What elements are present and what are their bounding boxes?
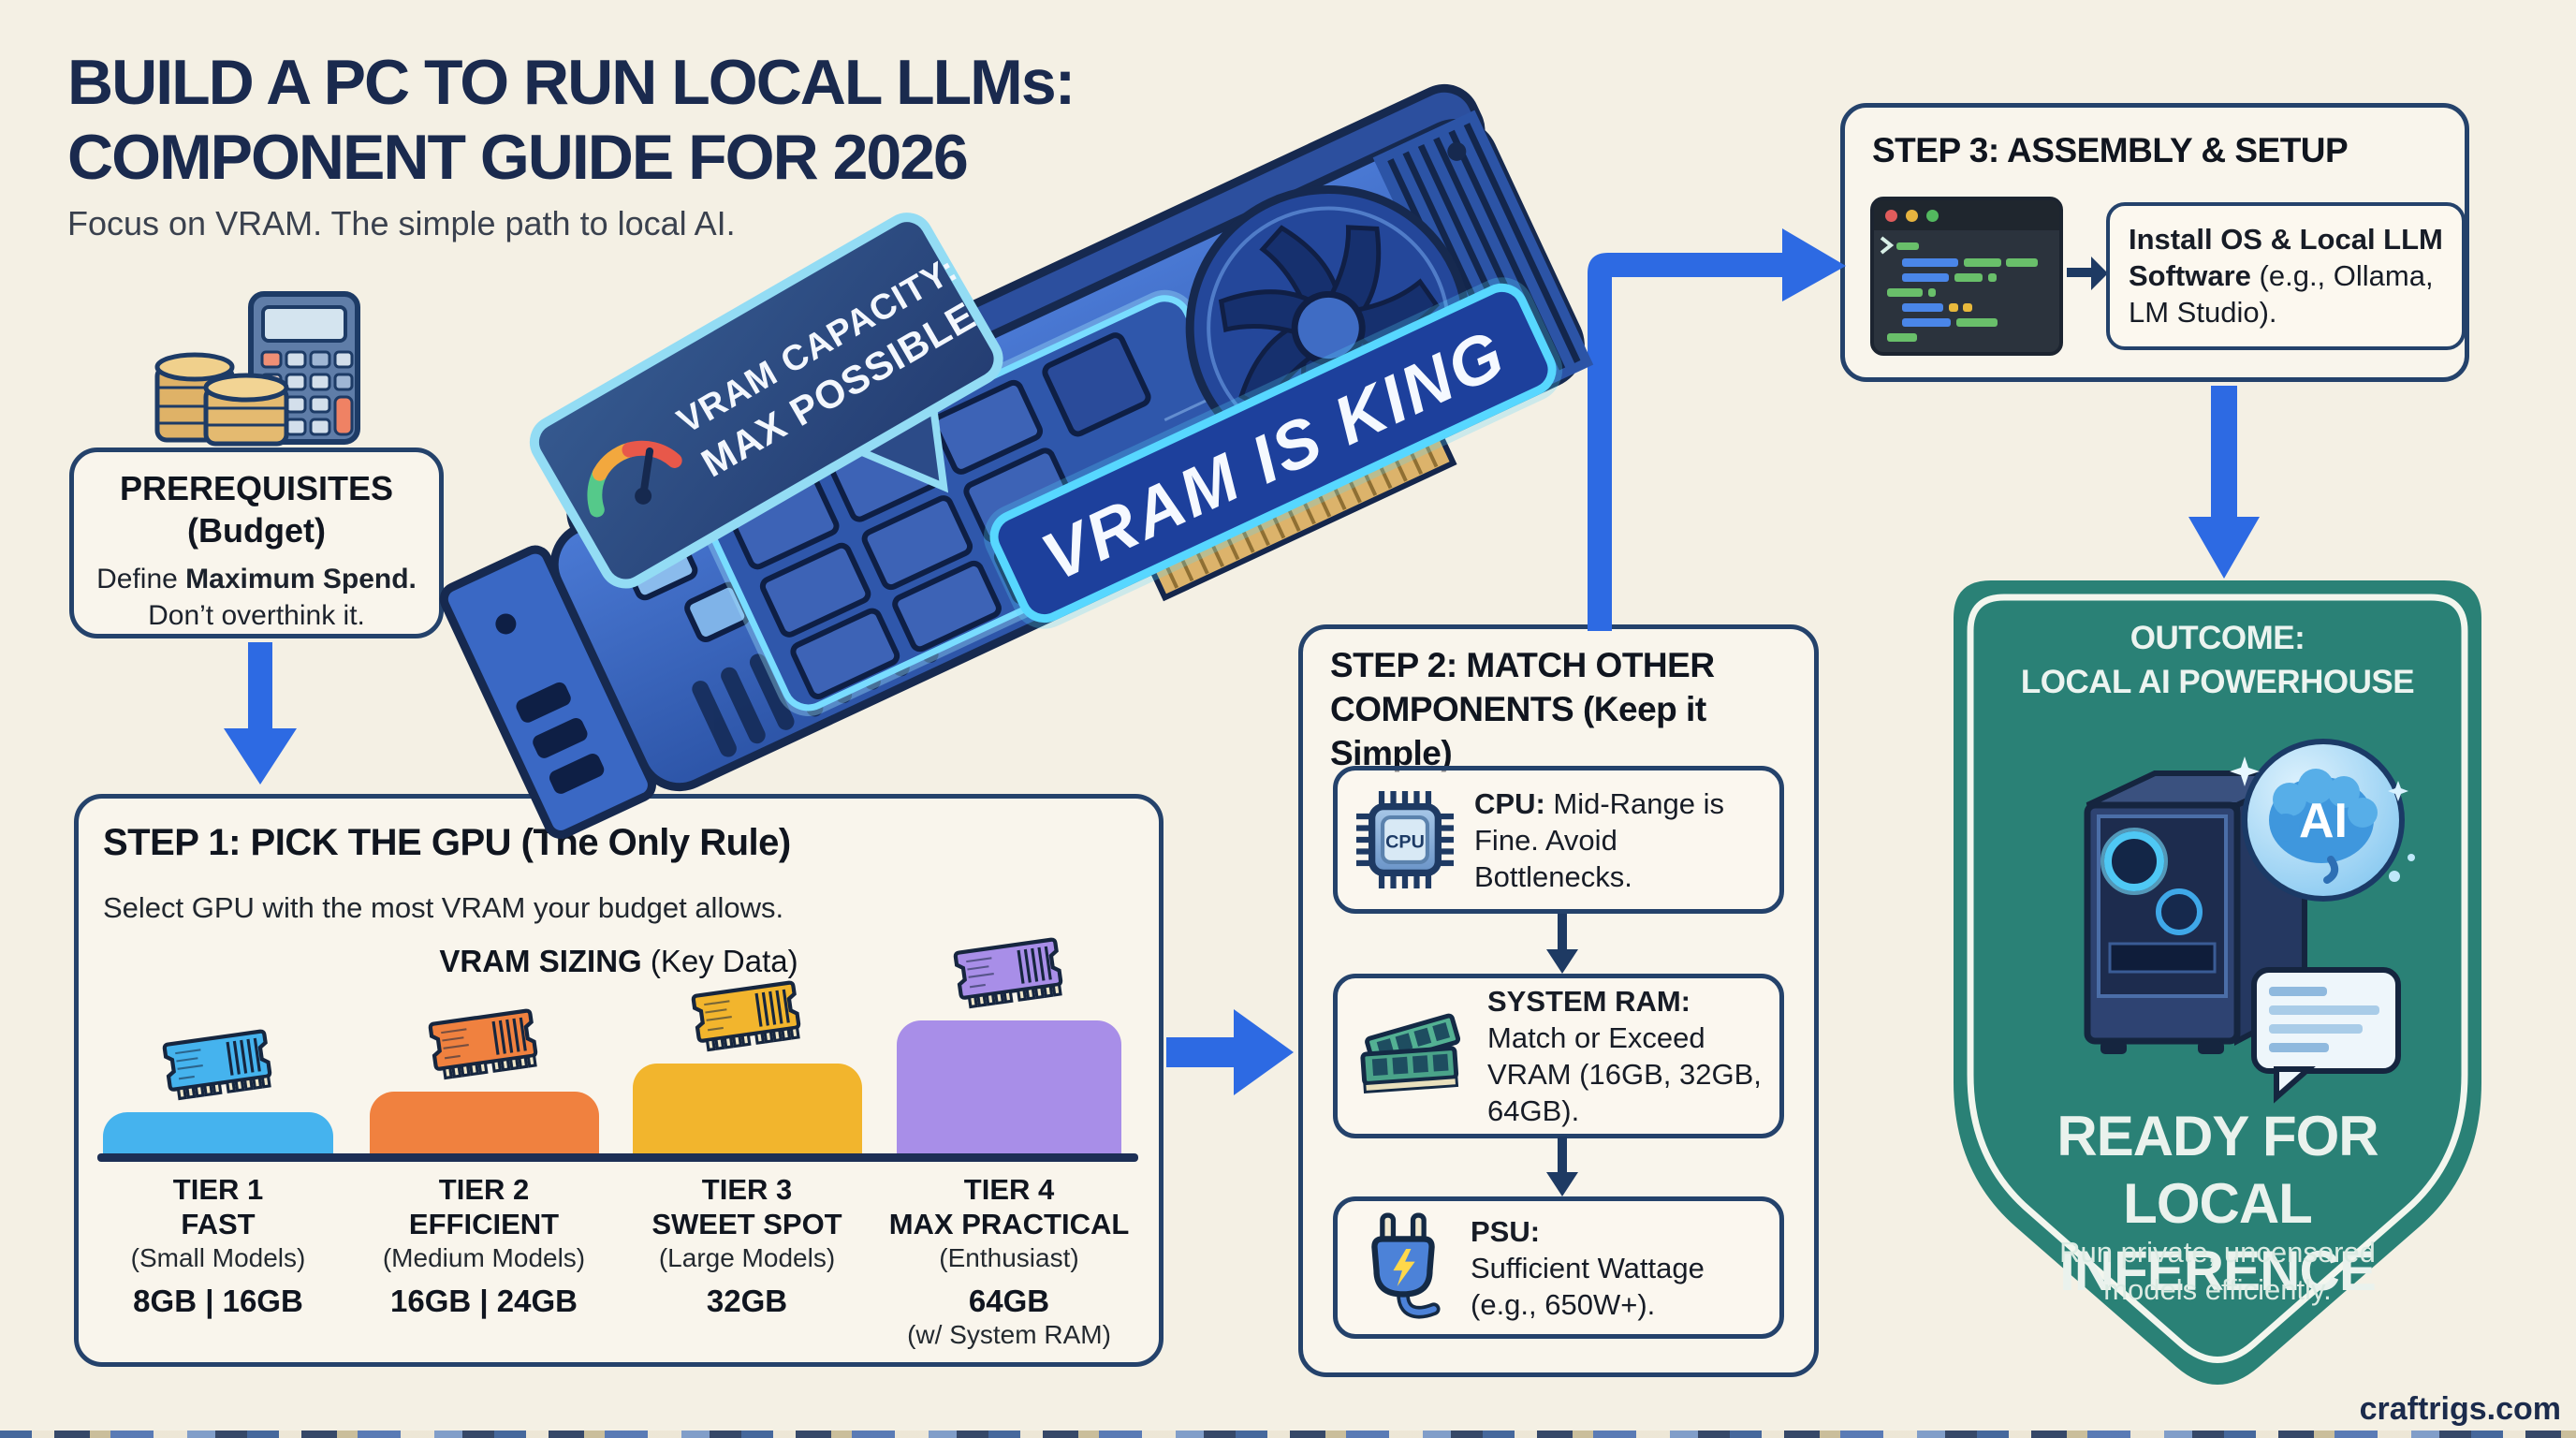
vram-bar-tier1 bbox=[103, 1112, 333, 1153]
vram-capacity-callout: VRAM CAPACITY: MAX POSSIBLE bbox=[529, 213, 1003, 589]
terminal-code-lines bbox=[1880, 236, 2038, 342]
prerequisites-title: PREREQUISITES (Budget) bbox=[119, 469, 394, 550]
vram-bar-tier2 bbox=[370, 1092, 599, 1153]
vram-sizing-chart-title: VRAM SIZING (Key Data) bbox=[439, 944, 798, 978]
page-title-line1: BUILD A PC TO RUN LOCAL LLMs: bbox=[67, 47, 1076, 118]
traffic-light-red-icon bbox=[1885, 209, 1897, 222]
step3-title: STEP 3: ASSEMBLY & SETUP bbox=[1872, 131, 2349, 169]
terminal-titlebar bbox=[1874, 200, 2059, 230]
system-ram-item-box: SYSTEM RAM: Match or Exceed VRAM (16GB, … bbox=[1333, 974, 1784, 1138]
vram-bar-tier3 bbox=[633, 1064, 862, 1153]
arrow-right-step1-to-step2 bbox=[1166, 1009, 1294, 1095]
arrow-down-step3-to-outcome bbox=[2188, 386, 2260, 579]
system-ram-icon bbox=[1360, 1013, 1461, 1093]
ram-stick-icon-tier4 bbox=[951, 936, 1067, 1014]
ram-stick-icon-tier2 bbox=[426, 1007, 542, 1085]
svg-text:CPU: CPU bbox=[1385, 831, 1425, 852]
system-ram-item-text: SYSTEM RAM: Match or Exceed VRAM (16GB, … bbox=[1487, 985, 1762, 1127]
arrow-down-ram-to-psu bbox=[1546, 1137, 1578, 1196]
ai-label: AI bbox=[2299, 794, 2348, 848]
cpu-item-text: CPU: Mid-Range is Fine. Avoid Bottleneck… bbox=[1474, 786, 1725, 893]
prerequisites-body: Define Maximum Spend. Don’t overthink it… bbox=[96, 564, 417, 631]
terminal-icon bbox=[1870, 197, 2063, 356]
page-title: BUILD A PC TO RUN LOCAL LLMs: COMPONENT … bbox=[67, 45, 1076, 195]
ram-stick-icon-tier1 bbox=[160, 1028, 276, 1106]
bottom-artifact-strip bbox=[0, 1431, 2576, 1438]
coins-icon bbox=[154, 352, 289, 447]
ai-pc-tower-illustration: AI bbox=[2084, 739, 2415, 1104]
outcome-title: OUTCOME: LOCAL AI POWERHOUSE bbox=[2020, 620, 2415, 700]
tier4-labels: TIER 4 MAX PRACTICAL (Enthusiast) 64GB (… bbox=[888, 1173, 1130, 1349]
arrow-terminal-to-install bbox=[2067, 257, 2108, 290]
step1-title: STEP 1: PICK THE GPU (The Only Rule) bbox=[103, 822, 791, 863]
arrow-step2-to-step3 bbox=[1588, 228, 1846, 631]
traffic-light-green-icon bbox=[1926, 209, 1939, 222]
watermark: craftrigs.com bbox=[2359, 1391, 2561, 1427]
ai-brain-bubble-icon: AI bbox=[2230, 739, 2415, 902]
gauge-icon bbox=[587, 440, 682, 518]
arrow-down-cpu-to-ram bbox=[1546, 914, 1578, 974]
chart-baseline bbox=[97, 1153, 1138, 1162]
gpu-illustration: VRAM IS KING VRAM CAPACITY: MAX POSSIBLE bbox=[439, 83, 1594, 839]
traffic-light-yellow-icon bbox=[1906, 209, 1918, 222]
psu-plug-icon bbox=[1371, 1212, 1441, 1319]
arrow-down-prereq-to-step1 bbox=[224, 642, 297, 785]
vram-bar-tier4 bbox=[897, 1020, 1121, 1153]
psu-item-text: PSU: Sufficient Wattage (e.g., 650W+). bbox=[1471, 1214, 1705, 1321]
outcome-ready-text: READY FOR LOCAL INFERENCE bbox=[2056, 1105, 2378, 1302]
tier1-labels: TIER 1 FAST (Small Models) 8GB | 16GB bbox=[130, 1173, 306, 1318]
page-subtitle: Focus on VRAM. The simple path to local … bbox=[67, 204, 736, 242]
ram-stick-icon-tier3 bbox=[689, 979, 805, 1057]
chat-bubble-icon bbox=[2251, 967, 2401, 1104]
budget-calculator-icon bbox=[154, 291, 360, 447]
page-title-line2: COMPONENT GUIDE FOR 2026 bbox=[67, 122, 969, 193]
outcome-body-text: Run private, uncensored models efficient… bbox=[2059, 1236, 2376, 1306]
step1-subtitle: Select GPU with the most VRAM your budge… bbox=[103, 891, 784, 924]
tier2-labels: TIER 2 EFFICIENT (Medium Models) 16GB | … bbox=[382, 1173, 586, 1318]
cpu-item-box: CPU CPU: Mid-Range is Fine. Avoid Bottle… bbox=[1333, 766, 1784, 914]
psu-item-box: PSU: Sufficient Wattage (e.g., 650W+). bbox=[1333, 1196, 1784, 1339]
tier3-labels: TIER 3 SWEET SPOT (Large Models) 32GB bbox=[651, 1173, 842, 1318]
prerequisites-box: PREREQUISITES (Budget) Define Maximum Sp… bbox=[69, 448, 444, 638]
cpu-icon: CPU bbox=[1356, 791, 1454, 888]
install-software-box: Install OS & Local LLM Software (e.g., O… bbox=[2106, 202, 2466, 350]
